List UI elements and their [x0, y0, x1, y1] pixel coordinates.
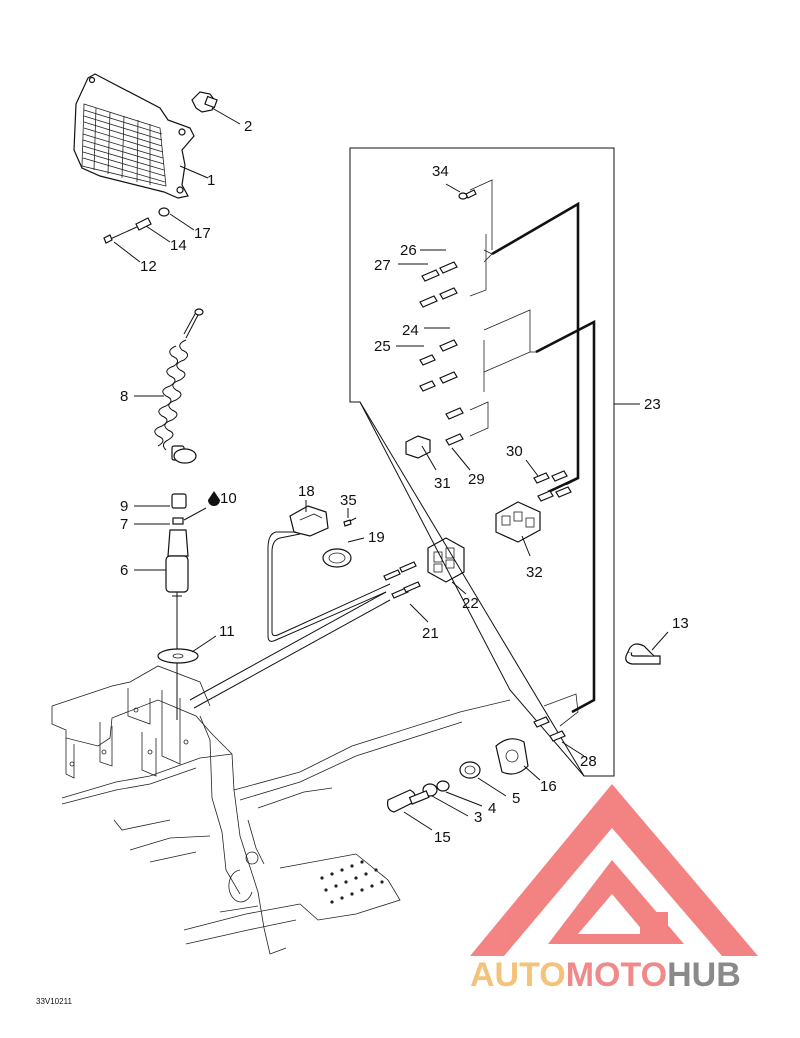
callout-22: 22 — [462, 595, 479, 612]
svg-text:AUTOMOTOHUB: AUTOMOTOHUB — [470, 956, 741, 994]
callout-13: 13 — [672, 615, 689, 632]
terminals-30 — [533, 470, 572, 502]
callout-labels: 1 2 3 4 5 6 7 8 9 10 11 12 13 14 15 16 1… — [36, 118, 689, 1006]
callout-14: 14 — [170, 237, 187, 254]
connector-32 — [495, 501, 541, 543]
callout-18: 18 — [298, 483, 315, 500]
connector-22 — [427, 537, 465, 583]
callout-9: 9 — [120, 498, 128, 515]
watermark-logo — [470, 784, 758, 956]
callout-21: 21 — [422, 625, 439, 642]
switch-assembly — [267, 505, 391, 642]
callout-30: 30 — [506, 443, 523, 460]
frame-chassis — [51, 665, 511, 955]
callout-5: 5 — [512, 790, 520, 807]
connector-31 — [405, 435, 431, 459]
callout-35: 35 — [340, 492, 357, 509]
callout-7: 7 — [120, 516, 128, 533]
harness-panel — [349, 147, 640, 777]
terminals-29 — [445, 407, 464, 446]
callout-17: 17 — [194, 225, 211, 242]
callout-10: 10 — [220, 490, 237, 507]
callout-4: 4 — [488, 800, 496, 817]
callout-25: 25 — [374, 338, 391, 355]
switch-body — [157, 493, 199, 720]
headlight-screws — [103, 207, 170, 244]
pins-26-27 — [419, 261, 458, 308]
logo-triangle-icon — [470, 784, 758, 956]
headlight-assembly — [73, 73, 195, 199]
water-drop-icon — [208, 491, 220, 506]
ring-terminal — [458, 189, 477, 200]
brand-moto: MOTO — [566, 956, 667, 994]
callout-11: 11 — [219, 623, 235, 640]
ignition-parts — [387, 738, 529, 813]
callout-24: 24 — [402, 322, 419, 339]
terminals-21 — [383, 561, 421, 599]
callout-27: 27 — [374, 257, 391, 274]
callout-1: 1 — [207, 172, 215, 189]
callout-15: 15 — [434, 829, 451, 846]
brand-auto: AUTO — [470, 956, 566, 994]
callout-23: 23 — [644, 396, 661, 413]
callout-31: 31 — [434, 475, 451, 492]
callout-26: 26 — [400, 242, 417, 259]
bulb — [191, 91, 218, 113]
callout-29: 29 — [468, 471, 485, 488]
callout-6: 6 — [120, 562, 128, 579]
tether-cord — [154, 308, 204, 464]
callout-3: 3 — [474, 809, 482, 826]
callout-12: 12 — [140, 258, 157, 275]
callout-32: 32 — [526, 564, 543, 581]
brand-hub: HUB — [667, 956, 741, 994]
callout-8: 8 — [120, 388, 128, 405]
callout-2: 2 — [244, 118, 252, 135]
callout-34: 34 — [432, 163, 449, 180]
callout-19: 19 — [368, 529, 385, 546]
figure-code: 33V10211 — [36, 997, 72, 1006]
pins-24-25 — [419, 339, 458, 392]
leader-lines — [113, 107, 669, 831]
callout-28: 28 — [580, 753, 597, 770]
cable-tie — [625, 643, 661, 665]
callout-16: 16 — [540, 778, 557, 795]
terminals-28 — [533, 716, 566, 742]
